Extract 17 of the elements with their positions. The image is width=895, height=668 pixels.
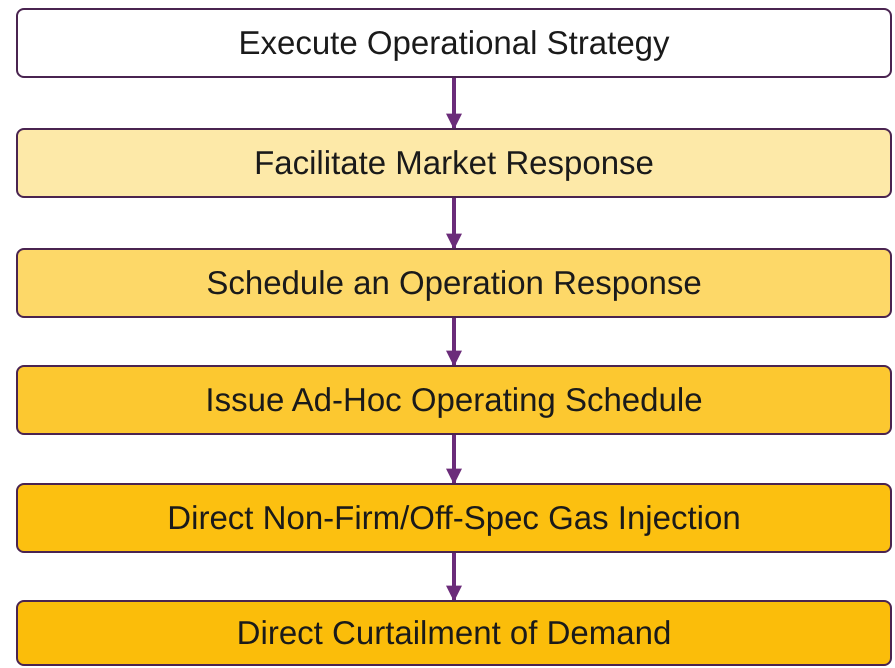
arrow — [446, 318, 462, 367]
box-label: Facilitate Market Response — [254, 143, 654, 184]
box-label: Direct Curtailment of Demand — [236, 613, 672, 654]
arrow — [446, 198, 462, 250]
box-label: Direct Non-Firm/Off-Spec Gas Injection — [167, 498, 741, 538]
process-box — [16, 248, 892, 318]
process-box — [16, 128, 892, 198]
process-box — [16, 365, 892, 435]
arrow — [446, 435, 462, 485]
arrow — [446, 553, 462, 602]
process-box — [16, 483, 892, 553]
box-label: Execute Operational Strategy — [238, 23, 670, 64]
process-box — [16, 600, 892, 666]
box-label: Issue Ad-Hoc Operating Schedule — [205, 380, 703, 420]
box-label: Schedule an Operation Response — [206, 263, 702, 304]
arrow — [446, 78, 462, 130]
process-box — [16, 8, 892, 78]
